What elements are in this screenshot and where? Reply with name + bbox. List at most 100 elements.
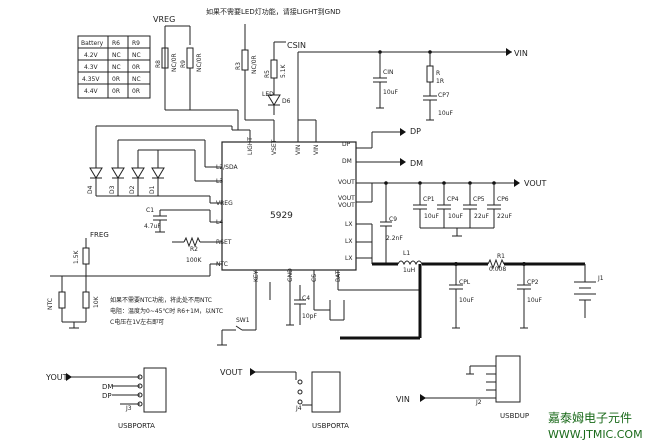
r6-value: 1.5K: [73, 249, 80, 264]
usb-dup: VIN J2 USBDUP: [396, 355, 529, 420]
resistor-ntc-bias: [82, 291, 90, 309]
j1-label: J1: [597, 275, 604, 282]
r1-label: R1: [497, 253, 505, 260]
d2-label: D2: [129, 185, 136, 194]
ntc-thermistor-icon: [58, 291, 66, 309]
c4-label: C4: [302, 295, 310, 302]
r2-value: 100K: [186, 257, 202, 264]
resistor-r2: [183, 236, 201, 248]
cpl-value: 10uF: [459, 297, 474, 304]
usb-port-a-middle: VOUT J4 USBPORTA: [220, 368, 349, 430]
csin-label: CSIN: [287, 41, 306, 50]
sw1-label: SW1: [236, 317, 250, 324]
vout-section: VOUT CP1 10uF CP4 10uF CP5 22uF CP6 22uF: [368, 179, 546, 237]
cp5-label: CP5: [473, 196, 485, 203]
ic-pin-stubs: [210, 130, 368, 282]
usb-a-dm-label: DM: [102, 383, 113, 391]
yout-label: YOUT: [45, 373, 68, 382]
led-d4-icon: [89, 167, 103, 179]
resistor-r3: [241, 49, 249, 71]
r8-label: R8: [155, 60, 162, 68]
cp1-label: CP1: [423, 196, 435, 203]
usb-a-connector-icon: [143, 367, 167, 413]
resistor-r9: [186, 47, 194, 69]
vin-label-usb: VIN: [396, 395, 410, 404]
cp6-label: CP6: [497, 196, 509, 203]
j4-label: J4: [295, 405, 302, 412]
ic-pin-right: VOUT: [338, 195, 355, 202]
c4-value: 10pF: [302, 313, 317, 320]
dp-dm-section: DP DM: [368, 127, 423, 168]
ic-pin-right: DP: [342, 141, 351, 148]
r-label: R: [436, 70, 440, 77]
r1-value: 0.008: [489, 266, 506, 273]
resistor-r6: [82, 247, 90, 265]
vreg-section: VREG R8 NC/0R R9 NC/0R: [153, 15, 250, 131]
ic-pin-left: VREG: [216, 200, 233, 207]
table-cell: NC: [112, 52, 121, 59]
table-cell: NC: [132, 52, 141, 59]
c1-section: C1 4.7uF: [144, 207, 211, 233]
resistor-r: [426, 65, 434, 83]
cpl-label: CPL: [459, 279, 471, 286]
cp4-label: CP4: [447, 196, 459, 203]
power-stage: C9 2.2nF L1 1uH R1 0.008 CPL 10uF CP2 10…: [337, 181, 604, 340]
vout-label-usb: VOUT: [220, 368, 242, 377]
ic-pin-left: L2/SDA: [216, 164, 239, 171]
led-section: R3 NC/0R R5 5.1K LED D6 CSIN: [235, 24, 306, 130]
table-cell: 4.2V: [84, 52, 99, 59]
resistor-r5: [270, 59, 278, 79]
r-value: 1R: [436, 78, 444, 85]
usb-a2-connector-icon: [311, 371, 341, 413]
ic-pin-right: VOUT: [338, 179, 355, 186]
c1-value: 4.7uF: [144, 223, 161, 230]
freg-label: FREG: [90, 231, 109, 239]
c9-value: 2.2nF: [386, 235, 403, 242]
vin-section: VIN CIN 10uF R 1R CP7 10uF: [297, 48, 528, 130]
led-d2-icon: [131, 167, 145, 179]
table-header-r9: R9: [132, 40, 140, 47]
switch-sw1-icon: [235, 325, 243, 331]
table-cell: 4.3V: [84, 64, 99, 71]
cp5-value: 22uF: [474, 213, 489, 220]
l1-value: 1uH: [403, 267, 415, 274]
j3-label: J3: [125, 405, 132, 412]
watermark-url: WWW.JTMIC.COM: [548, 428, 643, 441]
j2-label: J2: [475, 399, 482, 406]
cp7-label: CP7: [438, 92, 450, 99]
battery-table: Battery R6 R9 4.2V NC NC 4.3V NC 0R 4.35…: [77, 35, 151, 99]
c1-label: C1: [146, 207, 154, 214]
cp4-value: 10uF: [448, 213, 463, 220]
ic-pin-right: VOUT: [338, 202, 355, 209]
table-cell: NC: [112, 64, 121, 71]
led-d1-icon: [151, 167, 165, 179]
table-cell: 0R: [132, 88, 140, 95]
watermark: 嘉泰姆电子元件 WWW.JTMIC.COM: [548, 411, 643, 441]
led-label: LED: [262, 91, 274, 98]
usb-a1-label: USBPORTA: [118, 422, 155, 430]
ic-pin-top: LIGHT: [247, 137, 254, 155]
table-cell: 0R: [132, 64, 140, 71]
led-d3-icon: [111, 167, 125, 179]
ic-pin-right: LX: [345, 255, 352, 262]
main-ic: 5929 L2/SDA L3 VREG L4 RSET NTC DP DM VO…: [216, 137, 357, 282]
d4-label: D4: [87, 185, 94, 194]
table-cell: 4.35V: [82, 76, 100, 83]
ntc-note-line1: 如果不需要NTC功能，将此处不用NTC: [110, 296, 212, 304]
r5-label: R5: [264, 70, 271, 78]
table-cell: NC: [132, 76, 141, 83]
r2-label: R2: [190, 246, 198, 253]
ic-pin-top: VIN: [295, 145, 302, 155]
dm-label: DM: [410, 159, 423, 168]
ntc-note-line3: C电压在1V左右即可: [110, 318, 164, 326]
cp1-value: 10uF: [424, 213, 439, 220]
vreg-label: VREG: [153, 15, 175, 24]
ntc-label: NTC: [47, 298, 54, 310]
r9-label: R9: [180, 60, 187, 68]
resistor-r1: [487, 258, 505, 270]
cin-label: CIN: [383, 69, 393, 76]
ntc-note-line2: 电阻：温度为0~45℃时 R6+1M，以NTC: [110, 307, 223, 315]
r8-value: NC/0R: [171, 53, 178, 72]
table-header-r6: R6: [112, 40, 120, 47]
